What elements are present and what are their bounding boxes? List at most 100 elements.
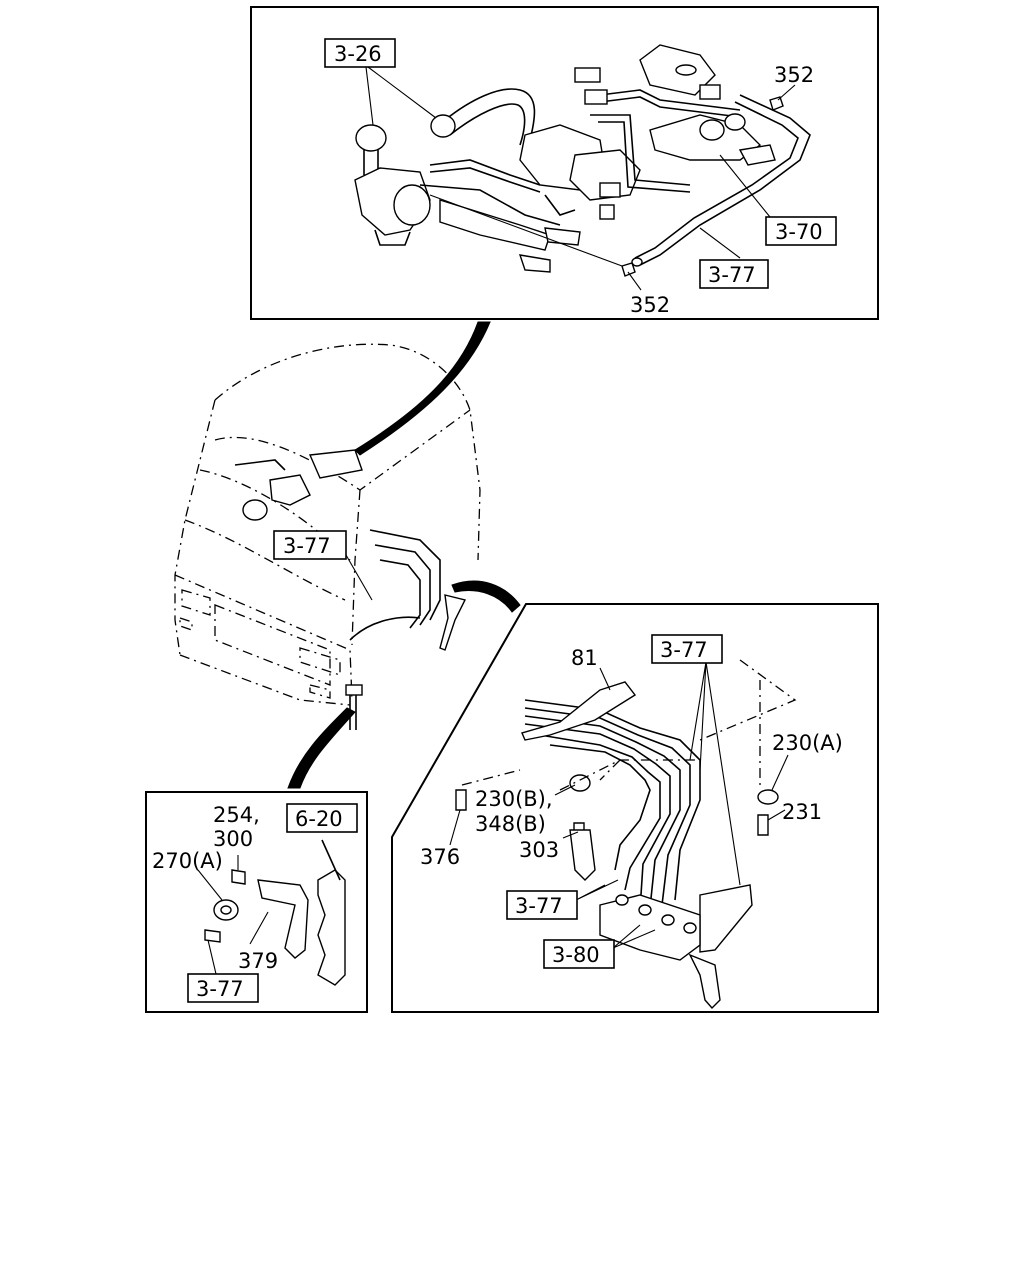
- part-231: 231: [782, 800, 822, 824]
- guide-line-3: [559, 759, 700, 791]
- ref-box-326: [324, 38, 396, 68]
- bottom-right-panel-frame: [391, 603, 879, 1013]
- part-379: 379: [238, 949, 278, 973]
- ref-377-br-mid: 3-77: [515, 894, 563, 918]
- cab-pipe-3: [379, 559, 421, 629]
- part-303: 303: [519, 838, 559, 862]
- cab-pipe-1: [369, 529, 441, 621]
- clip-352-lower: [621, 262, 636, 277]
- ref-377-cab: 3-77: [283, 534, 331, 558]
- part-230b: 230(B),: [475, 787, 553, 811]
- leader-370: [719, 154, 771, 218]
- valve-cap-right-2: [724, 113, 746, 131]
- part-348b: 348(B): [475, 812, 546, 836]
- clip-230b: [569, 774, 591, 792]
- bottom-left-panel-frame: [145, 791, 368, 1013]
- cab-pipe-4: [349, 616, 421, 641]
- pipe-b: [419, 184, 561, 226]
- guide-line-4: [461, 769, 521, 786]
- leader-231: [767, 809, 786, 821]
- pipe-a: [429, 159, 541, 186]
- ref-box-380: [543, 939, 615, 969]
- part-230a: 230(A): [772, 731, 843, 755]
- fitting-4: [683, 922, 697, 934]
- top-panel-frame: [250, 6, 879, 320]
- cab-roof-crease: [214, 409, 471, 491]
- clip-230a: [757, 789, 779, 805]
- br-pipe-6: [549, 744, 651, 871]
- connector-1: [574, 67, 601, 83]
- leader-377-top: [699, 227, 741, 259]
- bolt-254: [231, 869, 246, 885]
- headlight-left: [181, 589, 211, 616]
- headlight-right: [299, 647, 341, 676]
- bracket-379: [257, 879, 309, 959]
- connector-2: [584, 89, 608, 105]
- cab-knob: [242, 499, 268, 521]
- clamp-270a-hole: [220, 905, 232, 915]
- bolt-376: [455, 789, 467, 811]
- cab-hose: [234, 459, 286, 471]
- part-270a: 270(A): [152, 849, 223, 873]
- mounting-plate-left: [439, 199, 551, 251]
- leader-230a: [771, 754, 789, 791]
- part-352-lower: 352: [630, 293, 670, 317]
- pointer-top-to-cab: [354, 321, 491, 456]
- ref-377-br-top: 3-77: [660, 638, 708, 662]
- br-pipe-2: [524, 707, 691, 906]
- valve-body-middle-2: [569, 149, 641, 201]
- part-254: 254,: [213, 803, 260, 827]
- cab-mid-line: [184, 519, 346, 601]
- control-knob: [355, 124, 387, 152]
- guide-line-1: [699, 659, 797, 741]
- ref-377-top: 3-77: [708, 263, 756, 287]
- ref-box-377-bl: [187, 973, 259, 1003]
- bracket-right: [699, 884, 753, 953]
- cab-clamp: [345, 684, 363, 696]
- pipe-c: [599, 89, 741, 111]
- connector-4: [599, 182, 621, 198]
- valve-block-380: [599, 894, 701, 961]
- cab-valve-2: [308, 449, 363, 479]
- hose-end-fitting: [430, 114, 456, 138]
- clip-352-upper: [769, 96, 784, 111]
- bolt-231: [757, 814, 769, 836]
- fitting-2: [638, 904, 652, 916]
- ref-370: 3-70: [775, 220, 823, 244]
- marker-right: [309, 684, 331, 699]
- bracket-right-leg: [688, 953, 721, 1010]
- hose-upper: [444, 88, 536, 141]
- ref-620: 6-20: [295, 807, 343, 831]
- fitting-3: [661, 914, 675, 926]
- part-376: 376: [420, 845, 460, 869]
- cab-bracket: [439, 594, 467, 651]
- connector-5: [599, 204, 615, 220]
- plate-tab-2: [544, 227, 581, 246]
- valve-cap-right: [699, 119, 725, 141]
- bracket-81: [521, 681, 637, 741]
- part-81: 81: [571, 646, 598, 670]
- cab-grille: [214, 604, 331, 686]
- valve-cap-left: [393, 184, 431, 226]
- bottom-right-detail-panel: 81 3-77 230(A) 231 230(B), 348(B) 303 37…: [391, 603, 879, 1013]
- leader-81: [599, 667, 611, 691]
- pointer-cab-to-bottom-right: [451, 580, 521, 613]
- connector-3: [699, 84, 721, 100]
- marker-left: [179, 617, 193, 631]
- pipe-377-inner: [634, 101, 799, 259]
- leader-376: [449, 809, 461, 846]
- br-pipe-5: [539, 734, 661, 891]
- leader-303: [562, 831, 579, 839]
- ref-box-377-br-mid: [506, 890, 578, 920]
- pointer-cab-to-bottom-left: [287, 707, 356, 789]
- leader-377-br-top: [689, 661, 741, 886]
- part-300: 300: [213, 827, 253, 851]
- leader-377-br-mid: [575, 879, 619, 901]
- cab-bumper-bottom: [179, 654, 351, 706]
- leader-352-lower: [627, 271, 642, 291]
- bolt-377-bl: [204, 929, 221, 943]
- leader-352-upper: [777, 84, 796, 101]
- cab-bumper-top: [174, 574, 353, 701]
- pipe-d: [590, 114, 691, 186]
